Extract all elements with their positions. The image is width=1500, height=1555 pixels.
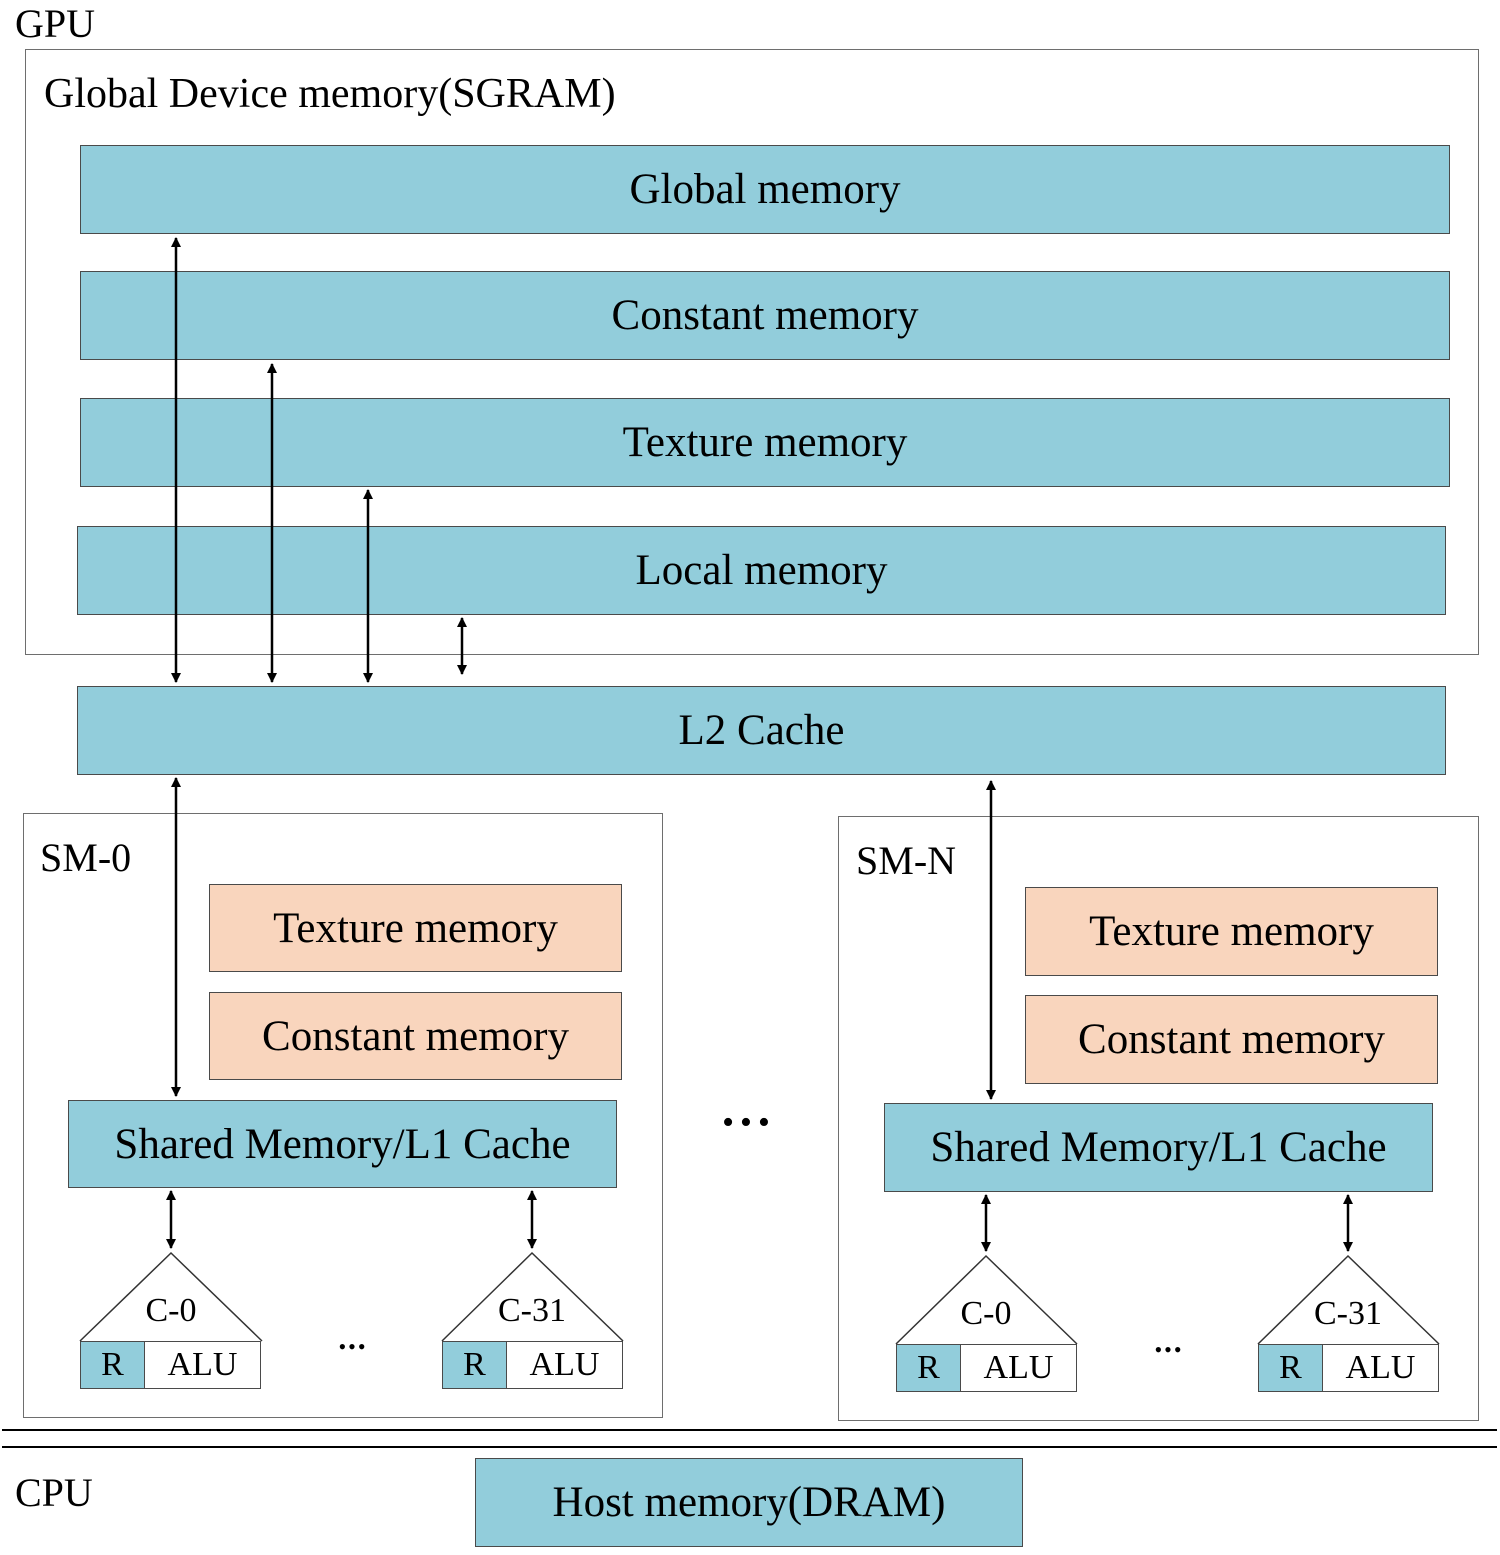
sm-ellipsis: ••• xyxy=(722,1104,776,1141)
sm-n-core-ellipsis: ••• xyxy=(1154,1337,1184,1362)
sm-0-frame xyxy=(23,813,663,1418)
texture-memory-block: Texture memory xyxy=(80,398,1450,487)
global-memory-block: Global memory xyxy=(80,145,1450,234)
sm-0-core-31-register: R xyxy=(442,1341,507,1389)
sm-n-title: SM-N xyxy=(856,838,957,883)
sm-n-texture-memory: Texture memory xyxy=(1025,887,1438,976)
sm-n-shared-memory: Shared Memory/L1 Cache xyxy=(884,1103,1433,1192)
sm-n-core-0-label: C-0 xyxy=(960,1295,1012,1332)
sm-0-core-0-label: C-0 xyxy=(145,1292,197,1329)
gpu-label: GPU xyxy=(15,1,96,46)
sm-n-core-31-label: C-31 xyxy=(1314,1295,1382,1332)
cpu-label: CPU xyxy=(15,1470,93,1515)
sm-0-texture-memory: Texture memory xyxy=(209,884,622,972)
sm-n-core-0-register: R xyxy=(896,1344,961,1392)
sm-n-frame xyxy=(838,816,1479,1421)
sm-n-core-0-alu: ALU xyxy=(960,1344,1077,1392)
sm-0-title: SM-0 xyxy=(40,835,132,880)
sm-n-core-31-register: R xyxy=(1258,1344,1323,1392)
sm-n-core-31-alu: ALU xyxy=(1322,1344,1439,1392)
sm-0-core-31-alu: ALU xyxy=(506,1341,623,1389)
sm-n-constant-memory: Constant memory xyxy=(1025,995,1438,1084)
constant-memory-block: Constant memory xyxy=(80,271,1450,360)
host-memory-block: Host memory(DRAM) xyxy=(475,1458,1023,1547)
sm-0-core-31-label: C-31 xyxy=(498,1292,566,1329)
sm-0-constant-memory: Constant memory xyxy=(209,992,622,1080)
sm-0-core-ellipsis: ••• xyxy=(338,1334,368,1359)
sm-0-core-0-alu: ALU xyxy=(144,1341,261,1389)
sm-0-shared-memory: Shared Memory/L1 Cache xyxy=(68,1100,617,1188)
global-device-memory-title: Global Device memory(SGRAM) xyxy=(44,71,616,117)
sm-0-core-0-register: R xyxy=(80,1341,145,1389)
local-memory-block: Local memory xyxy=(77,526,1446,615)
global-device-memory-frame xyxy=(25,49,1479,655)
l2-cache-block: L2 Cache xyxy=(77,686,1446,775)
